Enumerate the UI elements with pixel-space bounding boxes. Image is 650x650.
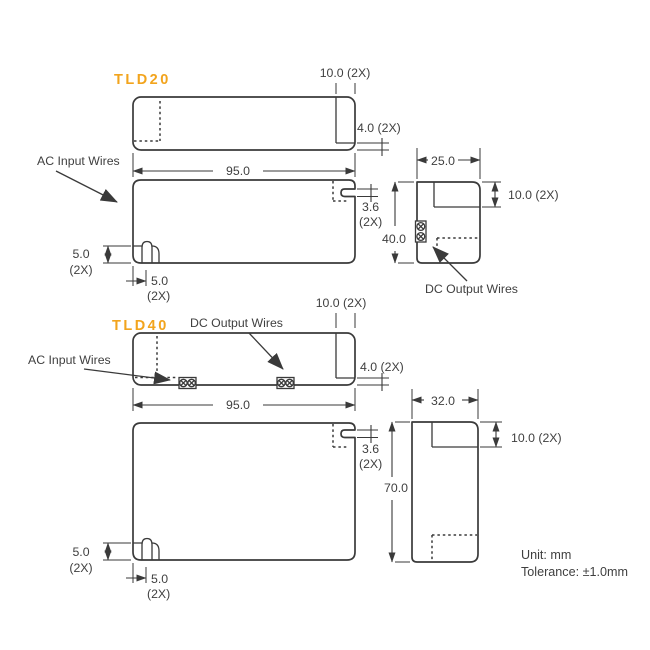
tld40-ac-input-arrow [83, 368, 171, 385]
tld20-recess-dim: 10.0 (2X) [508, 188, 559, 202]
tld40-flange-ext [357, 377, 389, 386]
tld20-top-view-outline [132, 96, 356, 151]
tld40-mounting-slot [141, 537, 153, 560]
tld40-end-view-outline [411, 421, 479, 563]
tld20-foot-offset-qty: (2X) [147, 289, 170, 303]
tolerance-note: Tolerance: ±1.0mm [521, 565, 628, 579]
tld20-slot-ext [357, 188, 378, 197]
tld20-foot-step [133, 245, 160, 263]
tld20-width-dim: 25.0 [431, 154, 455, 168]
tld40-dc-output-arrow [248, 332, 284, 370]
tld20-length-dim: 95.0 [226, 164, 250, 178]
tld40-ac-connector-icon [178, 376, 197, 390]
tld20-flange-ext [357, 142, 389, 151]
tld40-drawing: TLD40 DC Output Wires [28, 296, 562, 601]
tld40-recess-ext [480, 421, 502, 448]
tld20-top-view-flange-line [335, 97, 355, 144]
tld40-ac-input-callout: AC Input Wires [28, 353, 171, 385]
tld40-recess-dim: 10.0 (2X) [511, 431, 562, 445]
tld40-height-ext [395, 421, 410, 563]
tld40-side-view: 3.6 (2X) 5.0 (2X) 5.0 (2X) [69, 422, 382, 601]
tld40-top-view-outline [132, 332, 356, 386]
tld20-foot-offset-dim: 5.0 [151, 274, 168, 288]
tld20-height-ext [398, 181, 414, 264]
tld20-top-view-hidden-line [134, 101, 161, 142]
tld40-top-view-hidden-line [135, 336, 177, 379]
tld40-end-hidden-line [431, 534, 477, 560]
tld20-foot-height-qty: (2X) [69, 263, 92, 277]
tld40-title: TLD40 [112, 318, 169, 334]
tld40-top-view: 10.0 (2X) 4.0 (2X) [132, 296, 404, 391]
tld20-end-view: 25.0 40.0 10.0 (2X) DC Output Wires [382, 148, 559, 296]
tld40-foot-height-ext [103, 542, 131, 561]
tld40-end-view-recess-line [431, 422, 478, 448]
tld40-hole-spacing-dim: 10.0 (2X) [316, 296, 367, 310]
tld20-drawing: TLD20 10.0 (2X) 4.0 (2X) 95.0 [37, 66, 559, 303]
tld20-foot-height-ext [103, 245, 131, 264]
tld20-side-view-outline [132, 179, 356, 264]
tld40-dc-connector-icon [276, 376, 295, 390]
tld20-flange-ibeam [377, 138, 387, 156]
tld20-hole-spacing-ext [335, 83, 356, 94]
tld20-end-view-outline [416, 181, 481, 264]
tld40-flange-ibeam [377, 373, 387, 391]
tld20-flange-dim: 4.0 (2X) [357, 121, 401, 135]
tld20-dc-output-arrow [432, 246, 468, 282]
tld40-slot-ext [357, 429, 378, 438]
tld20-side-view: 3.6 (2X) 5.0 (2X) 5.0 (2X) [69, 179, 382, 303]
tld40-top-view-flange-line [335, 333, 355, 379]
tld40-flange-dim: 4.0 (2X) [360, 360, 404, 374]
drawing-notes: Unit: mm Tolerance: ±1.0mm [521, 548, 628, 579]
tld20-ac-input-arrow [55, 170, 118, 203]
tld20-recess-ext [482, 181, 501, 208]
tld40-foot-height-qty: (2X) [69, 561, 92, 575]
tld40-foot-offset-dim: 5.0 [151, 572, 168, 586]
tld40-slot-ibeam [366, 425, 376, 443]
tld20-slot-ibeam [366, 184, 376, 202]
tld20-side-hidden-line [332, 181, 347, 202]
tld20-dc-output-label: DC Output Wires [425, 282, 518, 296]
tld20-end-view-recess-line [433, 182, 480, 208]
tld20-foot-height-dim: 5.0 [72, 247, 89, 261]
tld40-foot-step [133, 542, 160, 560]
unit-note: Unit: mm [521, 548, 571, 562]
tld40-height-dim: 70.0 [384, 481, 408, 495]
tld20-end-hidden-line [436, 237, 478, 252]
tld40-side-hidden-line [332, 424, 347, 448]
tld20-width-ext [416, 148, 481, 179]
tld40-ac-input-label: AC Input Wires [28, 353, 111, 367]
tld20-height-dim: 40.0 [382, 232, 406, 246]
tld40-end-view: 32.0 70.0 10.0 (2X) [384, 389, 562, 563]
tld40-width-dim: 32.0 [431, 394, 455, 408]
tld20-top-view: 10.0 (2X) 4.0 (2X) [132, 66, 401, 156]
tld40-hole-spacing-ext [335, 313, 356, 328]
tld40-slot-dim: 3.6 [362, 442, 379, 456]
tld40-width-ext [411, 389, 479, 419]
tld20-length-dimension: 95.0 [132, 153, 356, 178]
tld20-slot-dim: 3.6 [362, 200, 379, 214]
tld20-title: TLD20 [114, 72, 171, 88]
tld40-slot-dim-qty: (2X) [359, 457, 382, 471]
tld40-length-dimension: 95.0 [132, 388, 356, 412]
tld40-dc-output-label: DC Output Wires [190, 316, 283, 330]
tld40-foot-height-dim: 5.0 [72, 545, 89, 559]
tld20-ac-input-label: AC Input Wires [37, 154, 120, 168]
tld20-dc-connector-icon [414, 220, 427, 243]
tld40-foot-offset-qty: (2X) [147, 587, 170, 601]
tld20-ac-input-callout: AC Input Wires [37, 154, 120, 203]
tld20-hole-spacing-dim: 10.0 (2X) [320, 66, 371, 80]
tld20-foot-offset-ext [132, 266, 147, 286]
tld40-side-view-outline [132, 422, 356, 561]
tld20-slot-dim-qty: (2X) [359, 215, 382, 229]
tld40-length-dim: 95.0 [226, 398, 250, 412]
tld20-mounting-slot [141, 240, 153, 263]
tld40-foot-offset-ext [132, 563, 147, 583]
